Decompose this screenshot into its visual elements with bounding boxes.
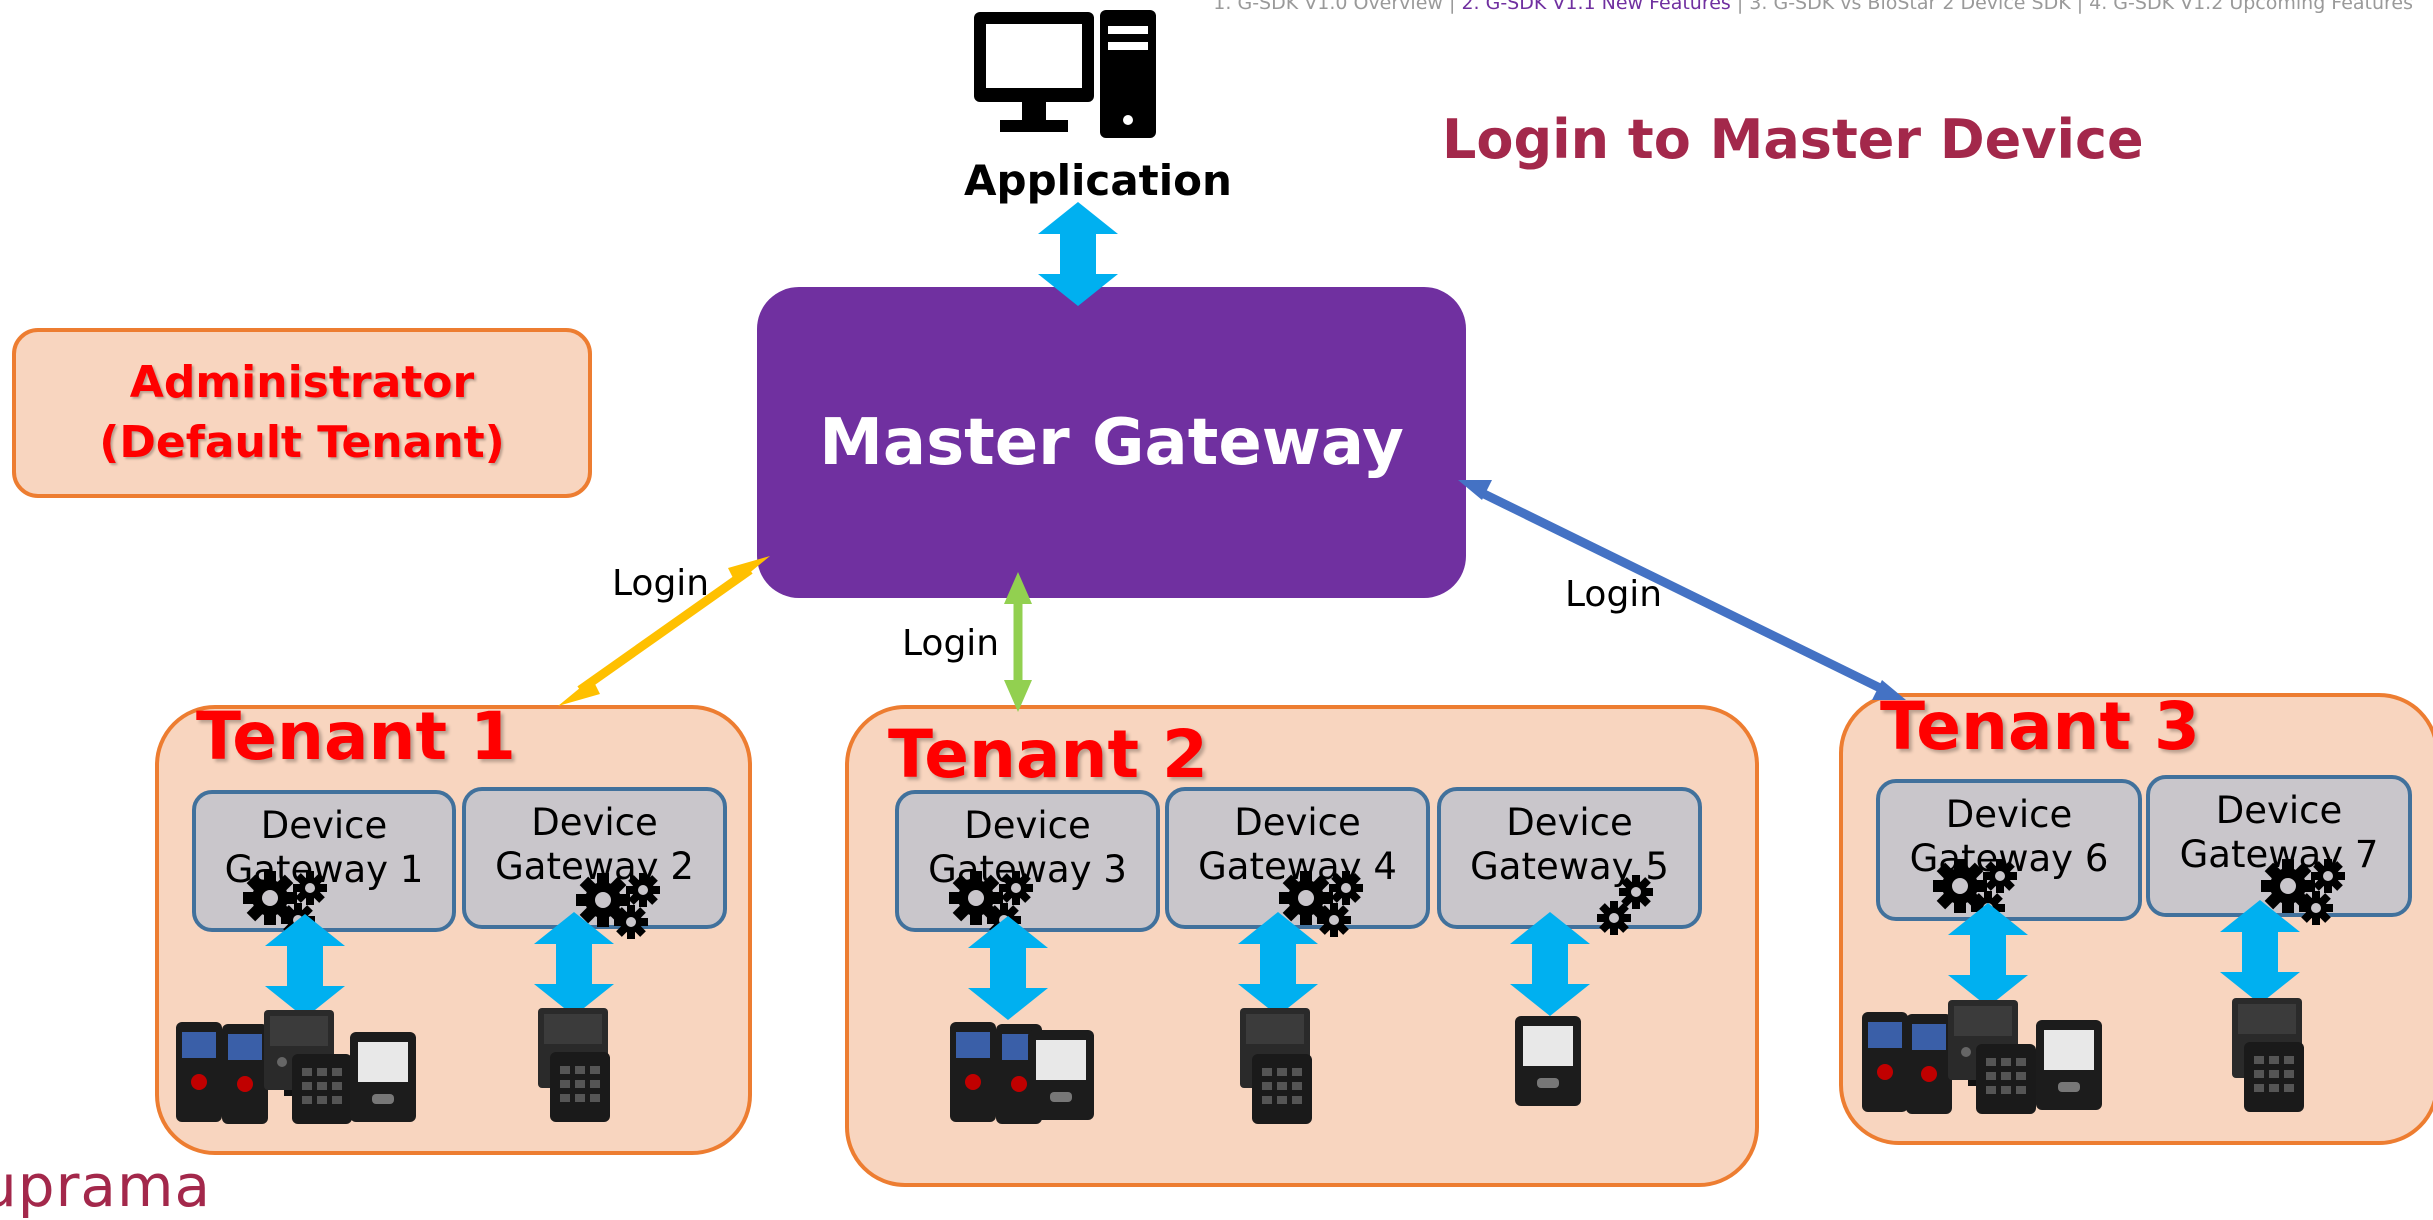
access-device-icon	[1862, 1000, 2102, 1114]
device-gateway-line2: Gateway 4	[1198, 845, 1397, 888]
master-gateway-box: Master Gateway	[757, 287, 1466, 598]
brand-logo: uprama	[0, 1152, 212, 1220]
administrator-label: Administrator	[129, 357, 475, 408]
breadcrumb-separator: |	[1442, 0, 1462, 14]
computer-icon	[974, 10, 1156, 138]
login-arrow-tenant-2	[1004, 572, 1032, 712]
slide-title: Login to Master Device	[1442, 108, 2144, 171]
breadcrumb-separator: |	[2070, 0, 2090, 14]
double-arrow-icon	[1948, 903, 2028, 1007]
device-gateway-line1: Device	[1234, 801, 1361, 844]
double-arrow-icon	[968, 916, 1048, 1020]
gears-icon	[1597, 875, 1653, 935]
access-device-icon	[538, 1008, 610, 1122]
access-device-icon	[176, 1010, 416, 1124]
access-device-icon	[1240, 1008, 1312, 1124]
breadcrumb-item-overview[interactable]: 1. G-SDK V1.0 Overview	[1213, 0, 1443, 14]
device-gateway-line1: Device	[1945, 793, 2073, 836]
access-device-icon	[950, 1022, 1094, 1124]
device-gateway-line1: Device	[1506, 801, 1633, 844]
device-gateway-line1: Device	[2215, 789, 2343, 832]
login-label-tenant-3: Login	[1565, 574, 1663, 615]
double-arrow-icon	[2220, 900, 2300, 1004]
double-arrow-icon	[1238, 912, 1318, 1016]
breadcrumb-item-sdk-comparison[interactable]: 3. G-SDK vs BioStar 2 Device SDK	[1749, 0, 2071, 14]
login-label-tenant-1: Login	[612, 563, 710, 604]
default-tenant-label: (Default Tenant)	[99, 417, 505, 468]
login-arrow-tenant-3	[1458, 480, 1906, 700]
breadcrumb-separator: |	[1730, 0, 1750, 14]
access-device-icon	[1515, 1016, 1581, 1106]
device-gateway-1: Device Gateway 1	[192, 790, 456, 932]
tenant-3-title: Tenant 3	[1880, 688, 2200, 765]
administrator-box: Administrator (Default Tenant)	[12, 328, 592, 498]
device-gateway-5: Device Gateway 5	[1437, 787, 1702, 929]
application-label: Application	[964, 156, 1232, 205]
device-gateway-7: Device Gateway 7	[2146, 775, 2412, 917]
login-label-tenant-2: Login	[902, 623, 1000, 664]
login-arrow-tenant-1	[558, 556, 770, 706]
access-device-icon	[2232, 998, 2304, 1112]
device-gateway-line2: Gateway 2	[495, 845, 694, 888]
master-gateway-label: Master Gateway	[819, 405, 1404, 480]
breadcrumb-item-new-features[interactable]: 2. G-SDK V1.1 New Features	[1461, 0, 1731, 14]
tenant-2-title: Tenant 2	[888, 716, 1208, 793]
breadcrumb: 1. G-SDK V1.0 Overview | 2. G-SDK V1.1 N…	[1213, 0, 2413, 14]
device-gateway-2: Device Gateway 2	[462, 787, 727, 929]
double-arrow-icon	[265, 914, 345, 1018]
double-arrow-icon	[1038, 202, 1118, 306]
device-gateway-line1: Device	[260, 804, 388, 847]
diagram-overlay	[176, 202, 2433, 1124]
device-gateway-3: Device Gateway 3	[895, 790, 1160, 932]
tenant-1-title: Tenant 1	[196, 698, 516, 775]
double-arrow-icon	[534, 912, 614, 1016]
device-gateway-line1: Device	[531, 801, 658, 844]
double-arrow-icon	[1510, 912, 1590, 1016]
breadcrumb-item-upcoming[interactable]: 4. G-SDK V1.2 Upcoming Features	[2089, 0, 2413, 14]
device-gateway-4: Device Gateway 4	[1165, 787, 1430, 929]
device-gateway-line1: Device	[964, 804, 1091, 847]
